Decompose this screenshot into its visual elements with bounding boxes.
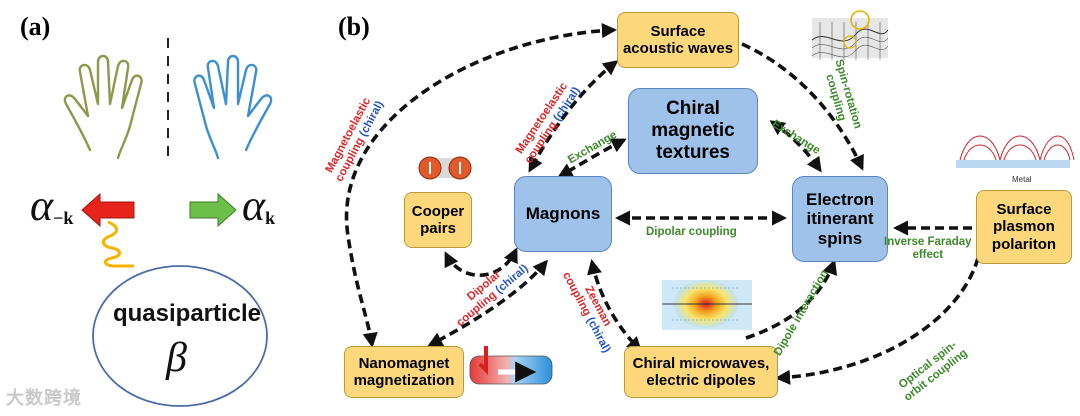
node-cooper-pairs: Cooper pairs: [404, 192, 472, 248]
arrow-saw-electron: [741, 42, 864, 171]
arrow-microwaves-electron: [745, 259, 838, 340]
node-chiral-magnetic-textures: Chiral magnetic textures: [628, 88, 758, 174]
spring-coupling: [102, 220, 134, 268]
label-dipolar-coupling: Dipolar coupling: [646, 226, 737, 238]
microwave-field-image: [662, 280, 752, 330]
arrow-textures-magnons: [557, 138, 627, 178]
arrow-magnons-microwaves: [587, 259, 643, 353]
arrow-saw-magnons: [528, 60, 619, 173]
node-surface-plasmon-polariton: Surface plasmon polariton: [976, 190, 1072, 264]
beta-symbol: β: [166, 335, 187, 381]
alpha-minus-k: α−k: [30, 181, 74, 230]
node-electron-itinerant-spins: Electron itinerant spins: [792, 176, 888, 262]
node-surface-acoustic-waves: Surface acoustic waves: [617, 12, 739, 68]
node-nanomagnet-magnetization: Nanomagnet magnetization: [344, 346, 464, 398]
quasiparticle-ellipse: [92, 265, 268, 407]
label-metal: Metal: [1012, 175, 1032, 184]
plasmon-field-image: [956, 135, 1075, 168]
panel-b-label: (b): [338, 12, 370, 41]
right-hand-icon: [193, 54, 273, 160]
arrow-saw-nanomagnet: [344, 22, 618, 348]
green-right-arrow: [189, 192, 237, 228]
cooper-pair-icon: [418, 156, 472, 180]
alpha-k: αk: [242, 181, 276, 230]
watermark: 大数跨境: [6, 388, 82, 408]
left-hand-icon: [63, 54, 143, 160]
quasiparticle-label: quasiparticle: [112, 300, 262, 327]
red-left-arrow: [81, 192, 135, 228]
arrow-textures-electron: [769, 120, 822, 173]
arrow-magnons-nanomagnet: [427, 259, 548, 347]
node-magnons: Magnons: [514, 176, 612, 252]
saw-mesh-image: [811, 10, 889, 60]
node-chiral-microwaves: Chiral microwaves, electric dipoles: [624, 346, 778, 398]
nanomagnet-bar-icon: [469, 346, 553, 385]
panel-a-label: (a): [20, 12, 51, 41]
